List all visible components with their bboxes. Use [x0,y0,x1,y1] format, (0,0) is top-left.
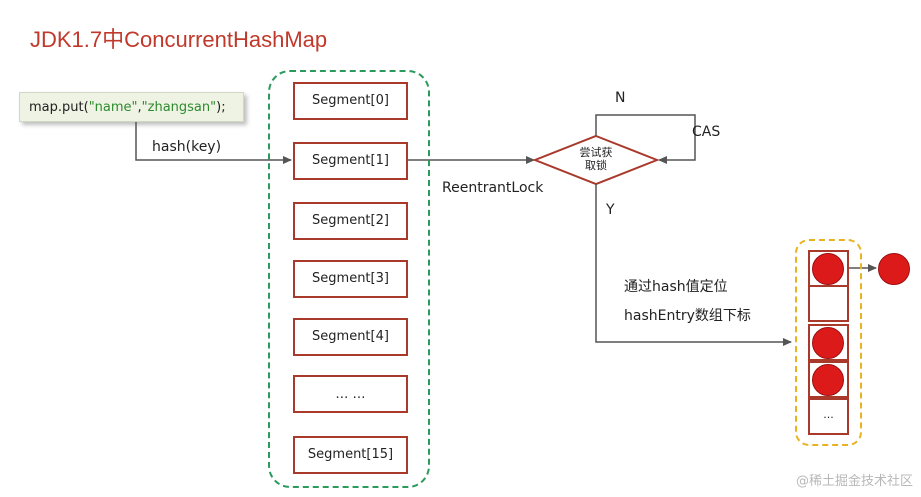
array-cell [808,285,849,322]
segment-box: Segment[3] [293,260,408,298]
entry-node [812,327,844,359]
entry-node [812,253,844,285]
code-suffix: ); [216,100,226,115]
locate-label-line1: 通过hash值定位 [624,279,728,295]
lock-label: ReentrantLock [442,180,544,196]
cas-label: CAS [692,124,721,140]
segment-box: Segment[15] [293,436,408,474]
yes-label: Y [606,202,615,218]
locate-label-line2: hashEntry数组下标 [624,308,751,324]
no-label: N [615,90,626,106]
entry-node [878,253,910,285]
entry-node [812,364,844,396]
code-prefix: map.put( [29,100,89,115]
watermark: @稀土掘金技术社区 [795,474,913,489]
locate-arrow [595,184,792,346]
decision-label-line2: 取锁 [585,159,607,172]
hash-label: hash(key) [152,139,222,155]
hash-arrow [135,122,292,164]
page-title: JDK1.7中ConcurrentHashMap [30,27,328,52]
code-comma: , [137,100,142,115]
array-cell: ... [808,398,849,435]
code-snippet: map.put("name","zhangsan"); [19,92,244,122]
cas-loop-arrow [595,114,696,164]
segment-box: Segment[2] [293,202,408,240]
segment-box: Segment[0] [293,82,408,120]
code-arg-key: "name" [88,100,138,115]
segment-array [268,70,430,488]
decision-label: 尝试获 取锁 [571,146,621,172]
hashentry-array [795,239,862,446]
segment-box: Segment[1] [293,142,408,180]
code-arg-value: "zhangsan" [141,100,217,115]
decision-label-line1: 尝试获 [579,146,613,159]
segment-box: Segment[4] [293,318,408,356]
segment-box: … … [293,375,408,413]
